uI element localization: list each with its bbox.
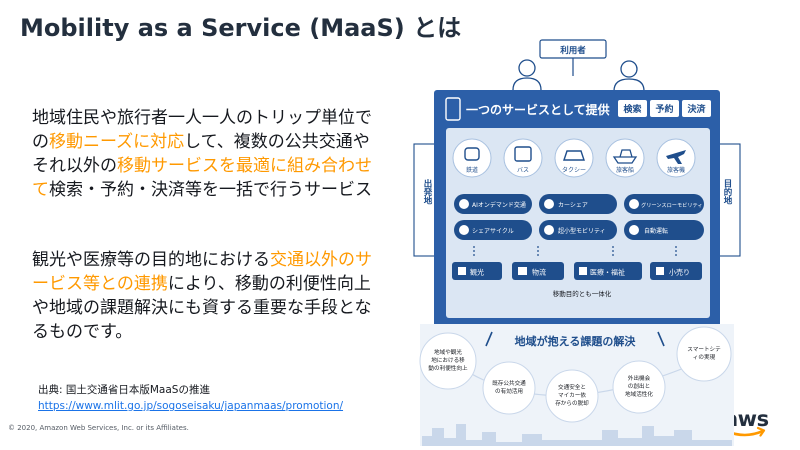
logistics-icon (518, 267, 527, 275)
mode-pill: AIオンデマンド交通 (454, 194, 532, 214)
text-segment: して、複数の公共交通やそれ以外の (32, 132, 370, 176)
origin-label: 出発地 (422, 179, 433, 206)
issue-label-line: 地域活性化 (625, 390, 653, 398)
text-segment: 観光や医療等の目的地における (32, 250, 270, 270)
issue-label-line: スマートシテ (687, 346, 721, 353)
issue-circle: 地域や観光 地における移 動の利便性向上 (419, 332, 477, 390)
autonomous-icon (629, 225, 639, 235)
issues-title-brackets (485, 331, 665, 347)
service-pill: 小売り (650, 262, 702, 280)
mode-pill: カーシェア (539, 194, 617, 214)
mode-label: グリーンスローモビリティ (641, 201, 703, 209)
service-label: 小売り (669, 268, 690, 277)
tag-box (618, 100, 647, 117)
retail-icon (656, 267, 664, 275)
carshare-icon (544, 199, 554, 209)
maas-diagram: 利用者 出発地 目的地 一つのサービスとして提供 検索 予約 決済 鉄道 バス (413, 39, 741, 446)
mode-circle: 鉄道 (452, 138, 492, 178)
taxi-icon (563, 150, 585, 161)
ondemand-icon (459, 199, 469, 209)
service-title: 一つのサービスとして提供 (466, 102, 610, 117)
services-note: 移動目的とも一体化 (553, 289, 612, 298)
mode-label: 自動運転 (644, 227, 668, 235)
ship-icon (612, 149, 638, 164)
highlight-text: 移動サービスを最適に組み合わせて (32, 156, 372, 200)
issue-circle: スマートシテ ィの実現 (676, 326, 732, 382)
issue-label-line: 動の利便性向上 (428, 364, 468, 372)
service-pill: 医療・福祉 (574, 262, 642, 280)
mode-pill: シェアサイクル (454, 220, 532, 240)
mode-circle: タクシー (554, 138, 594, 178)
bicycle-icon (459, 225, 469, 235)
user-label: 利用者 (559, 45, 586, 56)
mode-label: 超小型モビリティ (558, 227, 606, 235)
mode-label: バス (517, 167, 529, 174)
service-tags: 検索 予約 決済 (618, 100, 711, 117)
issue-label-line: 地域や観光 (434, 348, 462, 356)
tourism-icon (458, 267, 466, 275)
mode-label: 旅客機 (667, 166, 685, 174)
mode-label: カーシェア (558, 202, 588, 209)
service-connectors (473, 246, 677, 258)
description-paragraph-2: 観光や医療等の目的地における交通以外のサービス等との連携により、移動の利便性向上… (32, 248, 384, 344)
highlight-text: 交通以外のサービス等との連携 (32, 250, 372, 294)
mode-pill: グリーンスローモビリティ (624, 194, 704, 214)
mode-circle: バス (503, 138, 543, 178)
mode-label: AIオンデマンド交通 (472, 201, 526, 209)
bus-icon (514, 146, 532, 162)
issue-label-line: の創出と (628, 382, 650, 390)
highlight-text: 移動ニーズに対応 (49, 132, 185, 152)
user-person-icon (512, 59, 542, 91)
text-segment: 単位での (32, 108, 372, 152)
greenslow-icon (629, 199, 639, 209)
service-label: 物流 (532, 268, 546, 277)
issue-label-line: の有効活用 (495, 387, 523, 395)
issue-label-line: 交通安全と (558, 383, 586, 391)
page-title: Mobility as a Service (MaaS) とは (20, 14, 462, 42)
tag-reserve: 予約 (655, 103, 673, 115)
smartphone-icon (445, 97, 461, 121)
tag-pay: 決済 (687, 103, 706, 115)
issue-circle: 交通安全と マイカー依 存からの脱却 (545, 369, 599, 423)
source-link[interactable]: https://www.mlit.go.jp/sogoseisaku/japan… (38, 400, 344, 412)
mode-circle: 旅客船 (605, 138, 645, 178)
airplane-icon (666, 150, 686, 164)
destination-label: 目的地 (722, 179, 732, 205)
copyright-notice: © 2020, Amazon Web Services, Inc. or its… (8, 424, 189, 432)
mode-pill: 自動運転 (624, 220, 704, 240)
mode-label: 鉄道 (466, 166, 478, 174)
medical-icon (579, 267, 587, 275)
text-segment: 地域住民や旅行者一人一人のトリップ (32, 108, 321, 128)
mode-pill: 超小型モビリティ (539, 220, 617, 240)
mode-label: 旅客船 (616, 166, 634, 174)
tag-search: 検索 (623, 103, 641, 115)
mode-circle: 旅客機 (656, 138, 696, 178)
text-segment: 検索・予約・決済等を一括で行うサービス (49, 180, 372, 200)
skyline-decoration (422, 424, 732, 446)
service-pill: 物流 (512, 262, 564, 280)
issue-label-line: 地における移 (431, 356, 465, 364)
issue-label-line: 既存公共交通 (492, 379, 526, 387)
service-label: 医療・福祉 (590, 268, 625, 277)
tag-box (682, 100, 711, 117)
tag-box (650, 100, 679, 117)
issue-label-line: マイカー依 (558, 391, 586, 399)
mode-label: タクシー (562, 166, 586, 174)
service-pill: 観光 (452, 262, 502, 280)
issue-label-line: 外出機会 (628, 374, 651, 382)
train-icon (464, 147, 480, 161)
issue-circle: 外出機会 の創出と 地域活性化 (612, 360, 666, 414)
user-person-icon (613, 60, 645, 92)
text-segment: により、移動の利便性向上や地域の課題解決にも資する重要な手段となるものです。 (32, 274, 372, 342)
micro-mobility-icon (544, 225, 554, 235)
description-paragraph-1: 地域住民や旅行者一人一人のトリップ単位での移動ニーズに対応して、複数の公共交通や… (32, 106, 384, 202)
issues-title: 地域が抱える課題の解決 (515, 334, 637, 348)
issue-label-line: ィの実現 (693, 353, 716, 361)
service-label: 観光 (470, 268, 484, 277)
issue-circle: 既存公共交通 の有効活用 (482, 361, 536, 415)
source-citation: 出典: 国土交通省日本版MaaSの推進 (38, 384, 210, 396)
issue-label-line: 存からの脱却 (555, 399, 589, 407)
mode-label: シェアサイクル (472, 228, 514, 235)
